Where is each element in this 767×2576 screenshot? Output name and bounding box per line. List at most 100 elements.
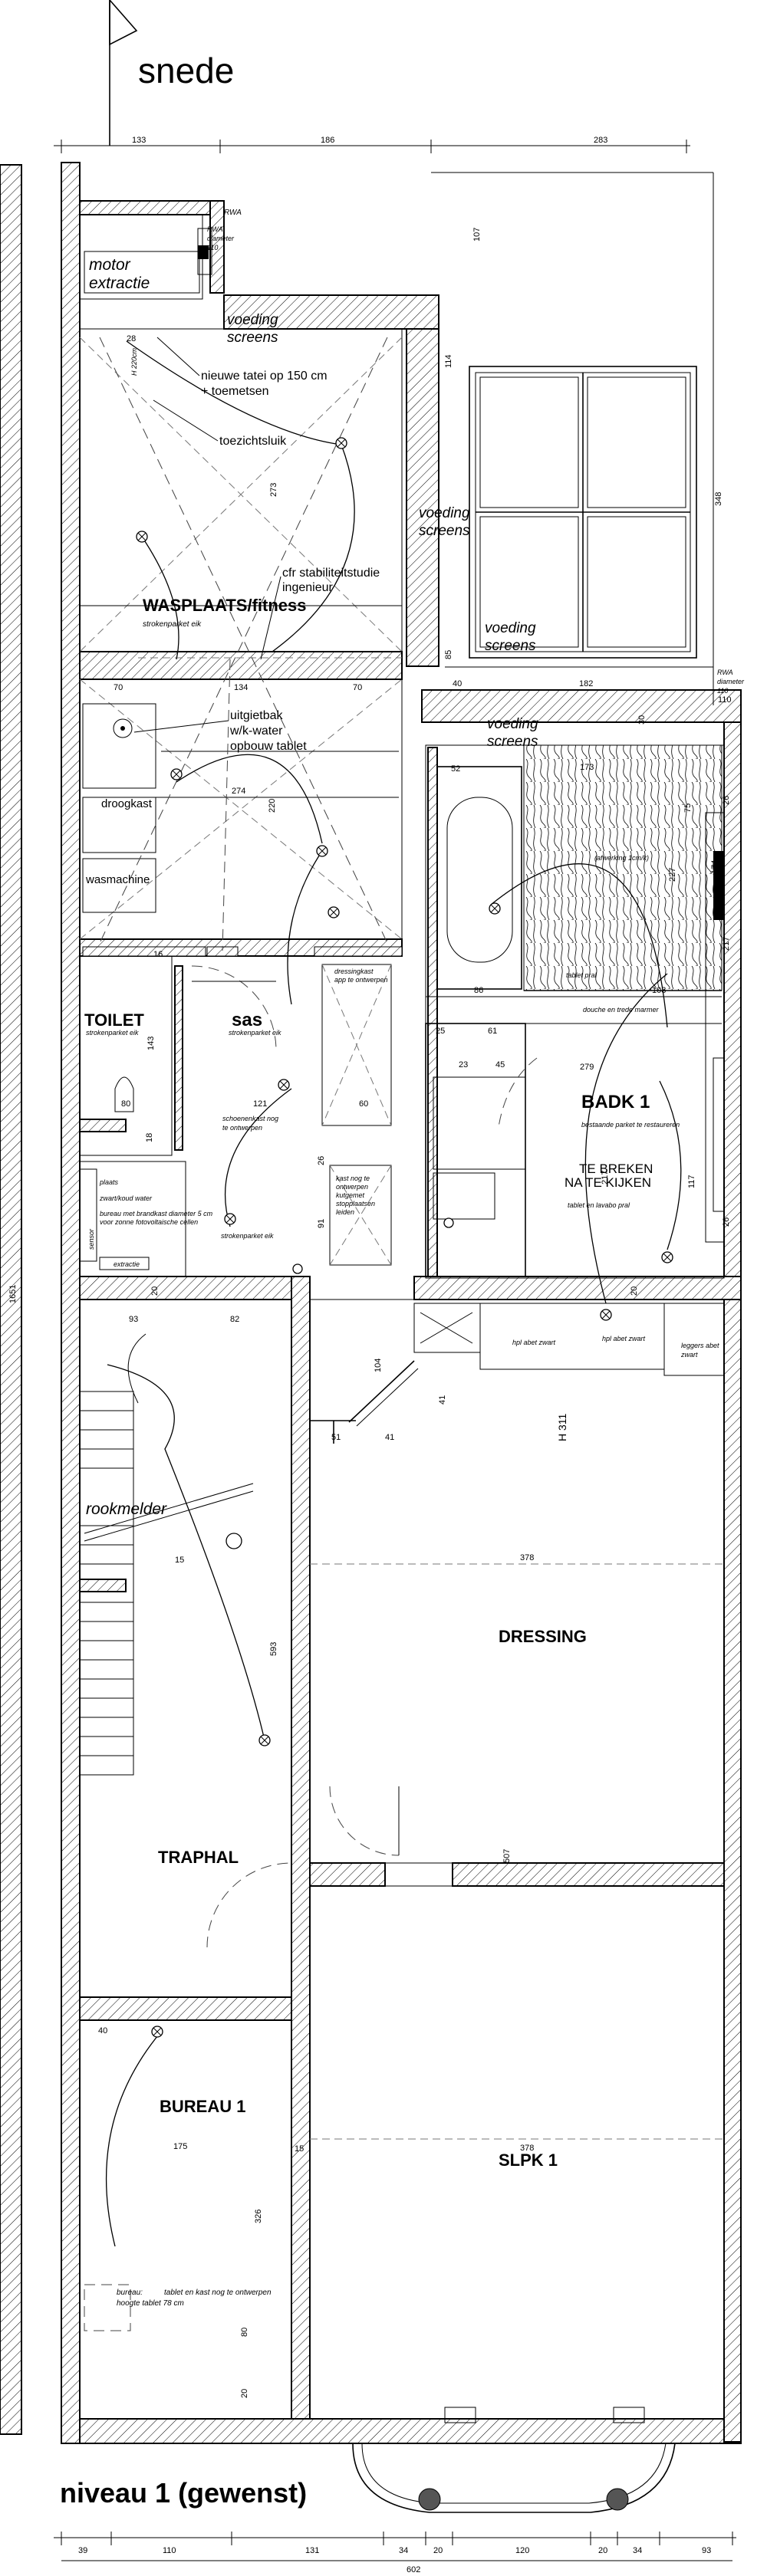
dressing-room — [309, 1299, 725, 1864]
dim-badk-v4: 217 — [722, 937, 731, 951]
voeding-d-2: screens — [487, 734, 538, 750]
wiring — [105, 340, 682, 2247]
label-rookmelder: rookmelder — [86, 1500, 167, 1518]
dim-badk-8: 45 — [495, 1060, 505, 1070]
dim-misc-6: 20 — [630, 1286, 639, 1296]
dim-win-w: 182 — [579, 679, 593, 688]
laundry-area — [79, 678, 403, 940]
note-uitgiet-3: opbouw tablet — [230, 740, 307, 753]
dim-sas-4: 80 — [121, 1099, 130, 1109]
hpl-1: hpl abet zwart — [512, 1339, 556, 1346]
bureau-room — [79, 1862, 292, 2420]
bureau-note-2: tablet en kast nog te ontwerpen — [164, 2288, 272, 2297]
loc-note-4: voor zonne fotovoltaische cellen — [100, 1218, 198, 1226]
bathroom-block — [425, 744, 725, 1279]
stair — [79, 1299, 292, 1998]
bureau-note-1: bureau: — [117, 2288, 143, 2297]
dim-slpk: 378 — [520, 2144, 534, 2153]
loc-note-2: zwart/koud water — [99, 1194, 153, 1202]
rwa-top-1: RWA — [224, 209, 242, 217]
dim-badk-v3: 26 — [722, 796, 731, 805]
dim-bottom-8: 34 — [633, 2546, 642, 2555]
dim-badk-v6: 26 — [722, 1217, 731, 1227]
motor-extractie-box — [79, 214, 212, 300]
rwa-right-1: RWA — [717, 669, 733, 676]
dim-win-l: 40 — [453, 679, 462, 688]
label-wasmachine: wasmachine — [85, 873, 150, 886]
floor-note-2: strokenparket eik — [86, 1029, 139, 1037]
dim-stair-3: 593 — [269, 1642, 278, 1656]
room-traphal: TRAPHAL — [158, 1848, 239, 1867]
dim-bureau-4: 80 — [240, 2328, 249, 2337]
voeding-a-2: screens — [227, 330, 278, 346]
room-bureau: BUREAU 1 — [160, 2097, 245, 2116]
bay-window — [352, 2443, 676, 2513]
dim-misc-3: 52 — [451, 764, 460, 774]
rwa-top-3: diameter — [207, 235, 235, 242]
dim-bureau-5: 20 — [240, 2389, 249, 2398]
dim-total-h: 1651 — [8, 1285, 18, 1303]
dim-right-h2: 114 — [444, 354, 453, 368]
schoenen-2: te ontwerpen — [222, 1124, 262, 1132]
plan-subtitle: niveau 1 (gewenst) — [60, 2477, 307, 2509]
kast-2: ontwerpen — [336, 1183, 368, 1191]
dim-stair-1: 93 — [129, 1315, 138, 1324]
room-toilet: TOILET — [84, 1010, 144, 1030]
voeding-a-1: voeding — [227, 312, 278, 328]
note-tablet-pral: tablet pral — [566, 971, 597, 979]
voeding-b-2: screens — [419, 523, 470, 539]
dim-right-h3: 85 — [444, 650, 453, 659]
loc-note-1: plaats — [99, 1178, 119, 1186]
label-droogkast: droogkast — [101, 797, 153, 810]
dim-misc-4: 16 — [153, 950, 163, 959]
dressingkast-1: dressingkast — [334, 968, 374, 975]
voeding-c-1: voeding — [485, 620, 536, 636]
bottom-dimensions: 39 110 131 34 20 120 20 34 93 602 — [54, 2532, 736, 2574]
rwa-top-2: RWA — [207, 225, 223, 233]
dim-dressing-3: 41 — [438, 1395, 447, 1405]
dim-row2-1: 70 — [114, 683, 123, 692]
dim-bureau-2: 175 — [173, 2142, 187, 2151]
dim-bottom-3: 131 — [305, 2546, 319, 2555]
dim-bureau-6: 15 — [295, 2144, 304, 2154]
bureau-note-3: hoogte tablet 78 cm — [117, 2299, 184, 2308]
loc-note-3: bureau met brandkast diameter 5 cm — [100, 1210, 213, 1217]
dim-bureau-3: 326 — [254, 2210, 263, 2223]
rwa-right-2: diameter — [717, 678, 745, 685]
floor-note-1: strokenparket eik — [143, 620, 202, 629]
note-tatei-2: + toemetsen — [201, 385, 269, 398]
annotations: voeding screens voeding screens voeding … — [85, 209, 745, 2308]
dim-sas-1: 121 — [253, 1099, 267, 1109]
dim-badk-v7: 117 — [687, 1175, 696, 1188]
h220-label: H 220cm — [130, 347, 138, 376]
note-toezicht: toezichtsluik — [219, 435, 287, 448]
dim-bottom-5: 20 — [433, 2546, 443, 2555]
room-dressing: DRESSING — [499, 1627, 587, 1646]
dim-bottom-9: 93 — [702, 2546, 711, 2555]
dimension-labels: 273 107 114 85 348 70 134 70 182 40 110 … — [8, 228, 732, 2398]
dim-bottom-6: 120 — [515, 2546, 529, 2555]
motor-label-2: extractie — [89, 274, 150, 292]
dim-sas-5: 18 — [145, 1133, 154, 1142]
dim-window-h: 348 — [714, 492, 723, 506]
note-parket: bestaande parket te restaureren — [581, 1121, 680, 1129]
dim-top-3: 283 — [594, 136, 607, 145]
note-cfr-1: cfr stabiliteitstudie — [282, 567, 380, 580]
dim-was-h2: 274 — [232, 787, 245, 796]
dim-misc-2: 30 — [637, 715, 647, 724]
dim-stair-2: 82 — [230, 1315, 239, 1324]
dim-misc-1: 28 — [127, 334, 136, 343]
dim-sas-2: 60 — [359, 1099, 368, 1109]
slpk-room — [309, 1885, 725, 2423]
dim-dressing-4: 51 — [331, 1433, 341, 1442]
dim-badk-4: 279 — [580, 1063, 594, 1072]
dim-row2-2: 134 — [234, 683, 248, 692]
dim-bottom-4: 34 — [399, 2546, 408, 2555]
dim-top-2: 186 — [321, 136, 334, 145]
note-uitgiet-2: w/k-water — [229, 724, 283, 738]
wasplaats-room — [79, 328, 403, 659]
h311-label: H 311 — [556, 1413, 568, 1441]
note-uitgiet-1: uitgietbak — [230, 709, 283, 722]
loc-note-5: extractie — [114, 1260, 140, 1268]
